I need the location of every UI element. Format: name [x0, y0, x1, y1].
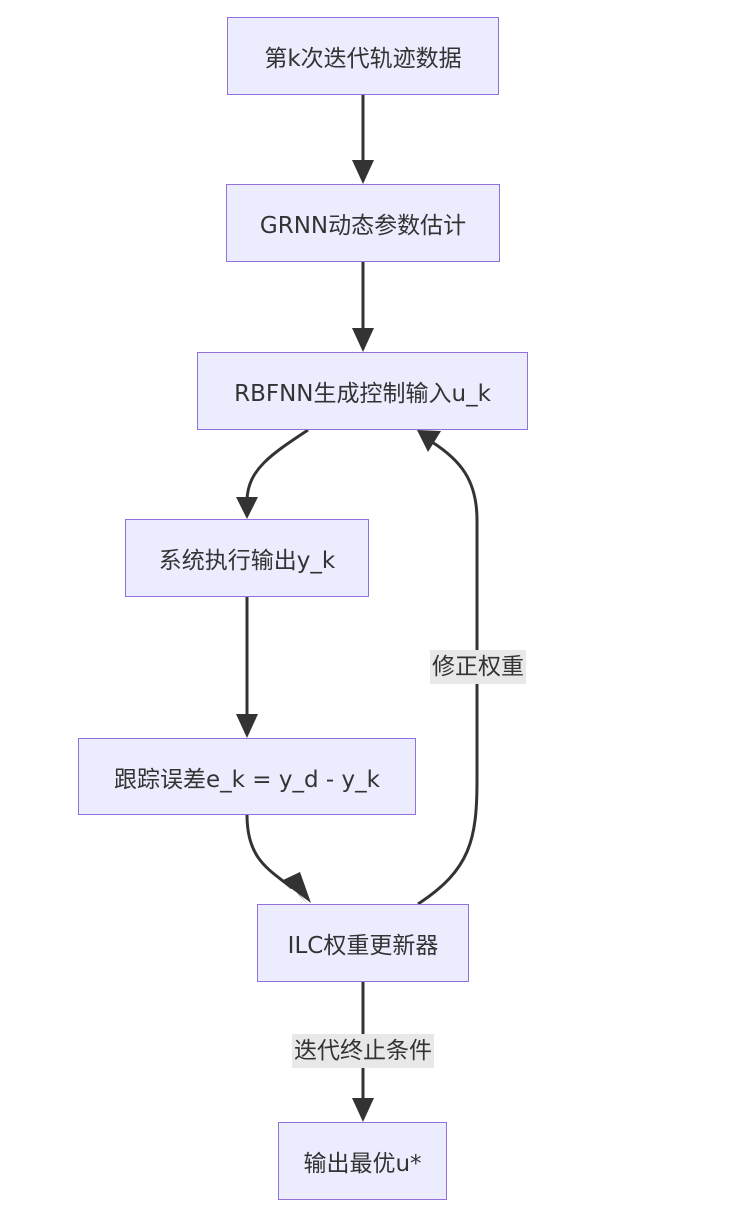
node-tracking-error: 跟踪误差e_k = y_d - y_k — [78, 738, 416, 815]
arrowhead-c-d — [236, 497, 258, 519]
edge-e-f — [245, 814, 293, 890]
arrowhead-b-c — [352, 328, 374, 352]
edge-label-correct-weights: 修正权重 — [430, 650, 526, 684]
arrowhead-e-f-tip — [281, 872, 311, 903]
node-iteration-trajectory-data: 第k次迭代轨迹数据 — [227, 17, 499, 95]
node-label: 输出最优u* — [303, 1151, 422, 1177]
node-system-output: 系统执行输出y_k — [125, 519, 369, 597]
edge-f-c — [417, 440, 479, 906]
edge-label-termination-condition: 迭代终止条件 — [292, 1034, 434, 1068]
node-grnn-parameter-estimation: GRNN动态参数估计 — [226, 184, 500, 262]
node-ilc-weight-updater: ILC权重更新器 — [257, 904, 469, 982]
node-optimal-output: 输出最优u* — [278, 1122, 447, 1200]
arrowhead-f-g — [352, 1098, 374, 1122]
node-label: 第k次迭代轨迹数据 — [264, 46, 462, 72]
arrowhead-a-b — [352, 160, 374, 184]
node-label: 系统执行输出y_k — [158, 548, 336, 574]
node-rbfnn-control-input: RBFNN生成控制输入u_k — [197, 352, 528, 430]
node-label: ILC权重更新器 — [287, 933, 439, 959]
edge-c-d — [245, 428, 309, 501]
node-label: RBFNN生成控制输入u_k — [234, 381, 491, 407]
node-label: GRNN动态参数估计 — [259, 213, 467, 239]
arrowhead-f-c — [417, 430, 441, 452]
node-label: 跟踪误差e_k = y_d - y_k — [114, 766, 380, 793]
arrowhead-d-e — [236, 714, 258, 738]
